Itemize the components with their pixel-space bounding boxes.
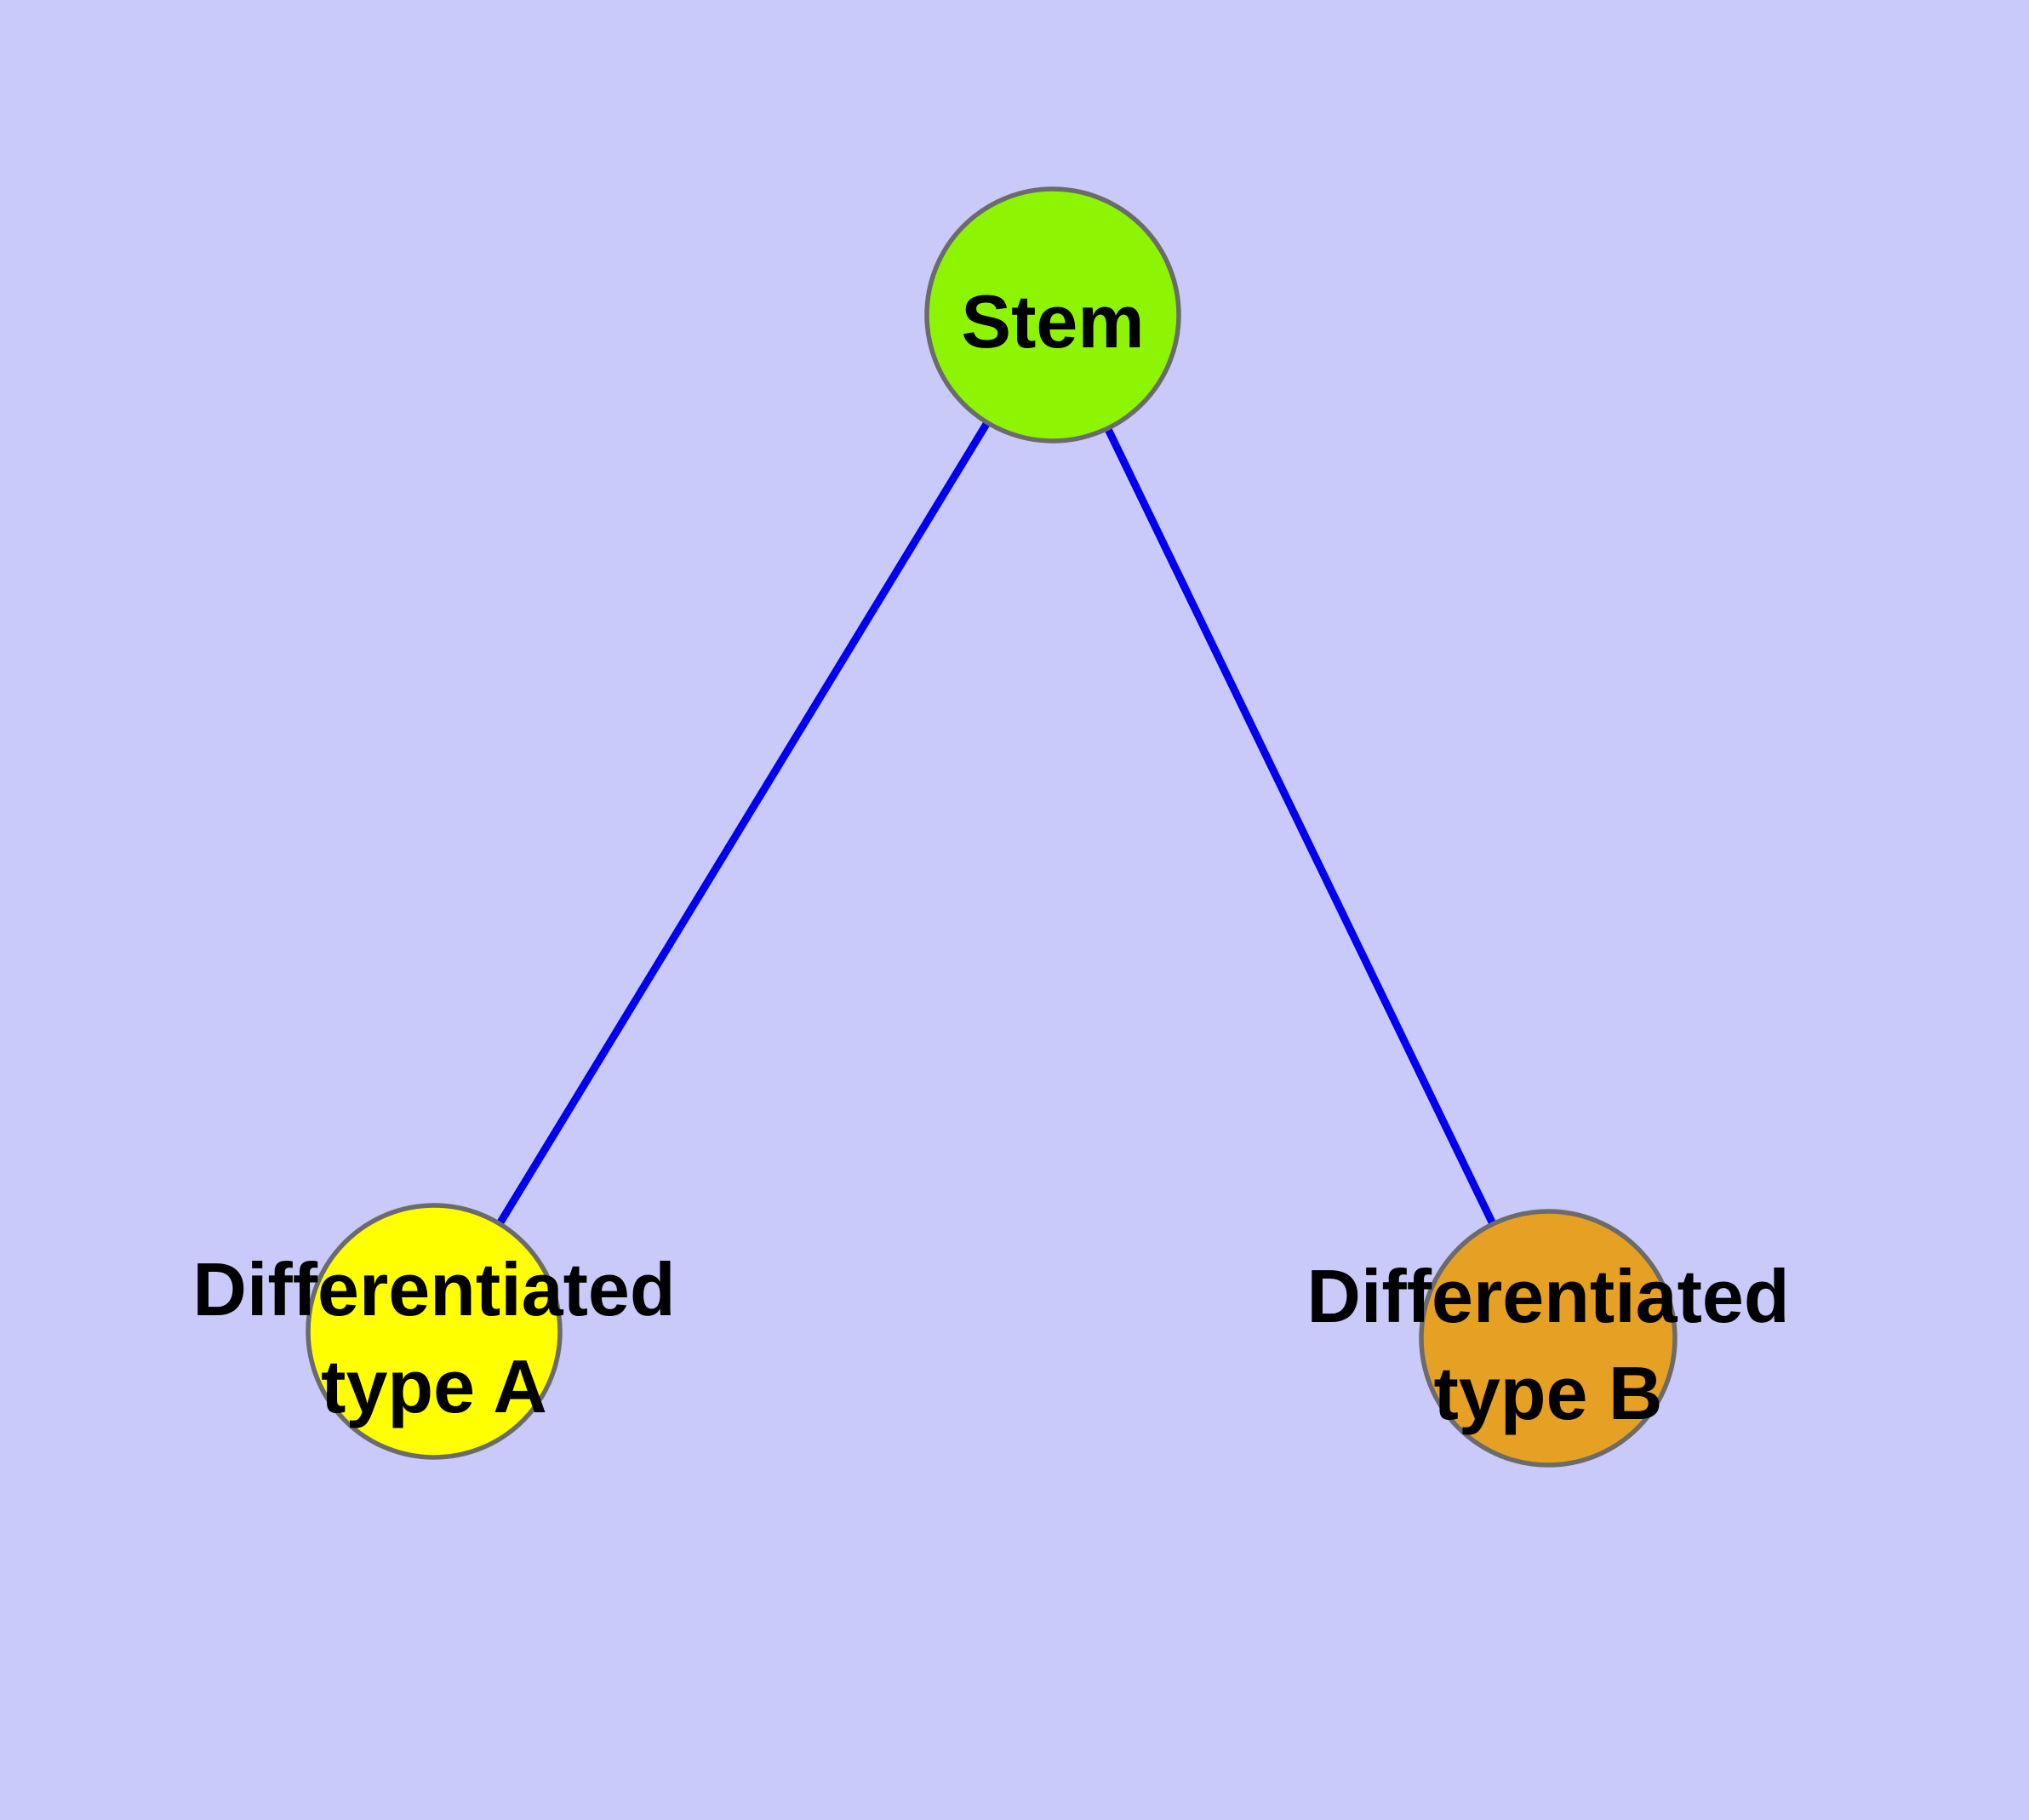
node-type-a-label-line2: type A	[321, 1344, 547, 1428]
node-stem	[924, 186, 1181, 444]
edge-stem-to-type-b	[1049, 313, 1552, 1340]
node-type-b-label-line1: Differentiated	[1306, 1254, 1789, 1338]
node-differentiated-type-a	[306, 1203, 563, 1460]
edge-stem-to-type-a	[431, 312, 1056, 1334]
node-type-a-label-line1: Differentiated	[192, 1247, 675, 1331]
node-differentiated-type-b	[1419, 1209, 1677, 1468]
node-type-b-label-line2: type B	[1434, 1351, 1663, 1435]
node-stem-label: Stem	[961, 279, 1144, 363]
